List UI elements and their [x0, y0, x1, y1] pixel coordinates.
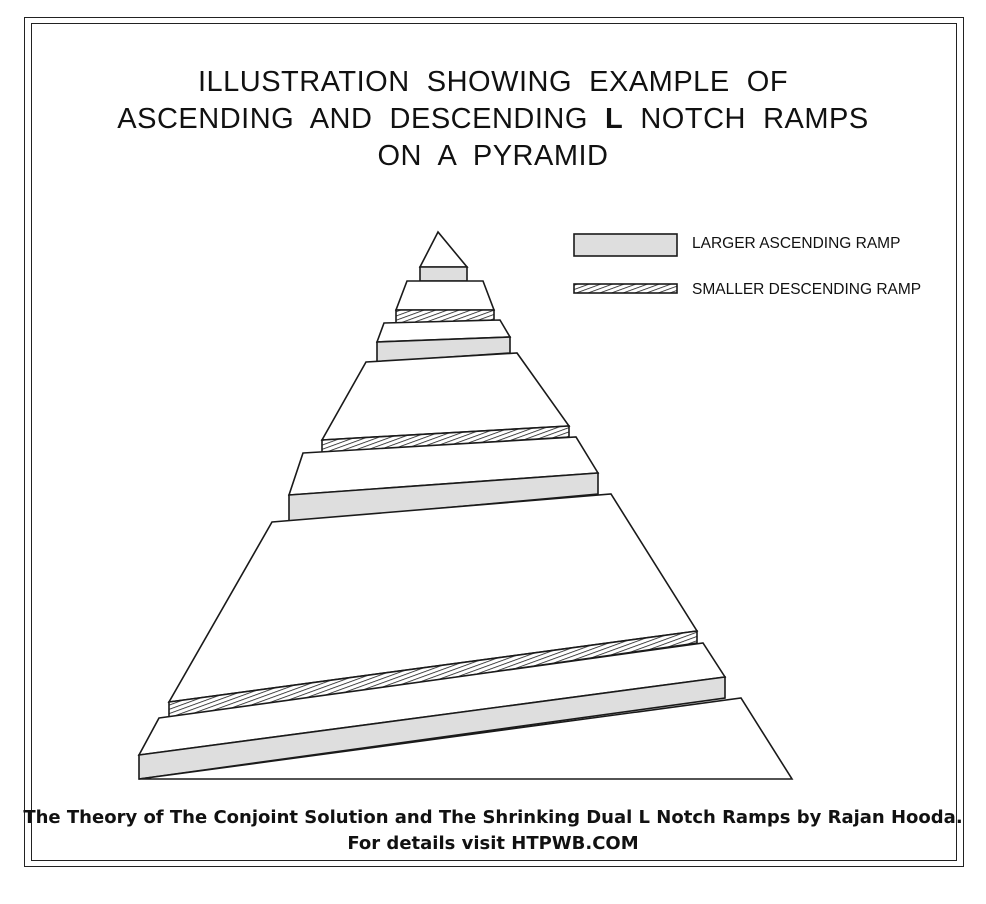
caption-line-2: For details visit HTPWB.COM [347, 833, 639, 854]
title-bold-letter: L [605, 103, 624, 135]
pyramid-apex [418, 230, 469, 268]
smaller-descending-ramp [168, 630, 698, 719]
larger-ascending-ramp [288, 472, 599, 523]
legend-swatch-larger [573, 233, 678, 257]
legend-label-smaller: SMALLER DESCENDING RAMP [692, 281, 922, 298]
larger-ascending-ramp [419, 266, 468, 282]
title-line-3: ON A PYRAMID [377, 140, 609, 172]
title-line-2-start: ASCENDING AND DESCENDING [117, 103, 606, 135]
pyramid-base [138, 697, 794, 780]
legend-swatch-smaller [573, 283, 678, 294]
diagram-title: ILLUSTRATION SHOWING EXAMPLE OF ASCENDIN… [0, 64, 986, 175]
title-line-2: ASCENDING AND DESCENDING L NOTCH RAMPS [0, 101, 986, 138]
inner-border [31, 23, 957, 861]
outer-border [24, 17, 964, 867]
title-line-2-end: NOTCH RAMPS [623, 103, 869, 135]
caption-line-1: The Theory of The Conjoint Solution and … [23, 807, 963, 828]
pyramid-tier [394, 280, 496, 311]
footer-caption: The Theory of The Conjoint Solution and … [0, 805, 986, 857]
larger-ascending-ramp [138, 676, 726, 780]
title-line-1: ILLUSTRATION SHOWING EXAMPLE OF [197, 66, 789, 98]
pyramid-tier [320, 352, 571, 441]
legend-label-larger: LARGER ASCENDING RAMP [692, 235, 901, 252]
